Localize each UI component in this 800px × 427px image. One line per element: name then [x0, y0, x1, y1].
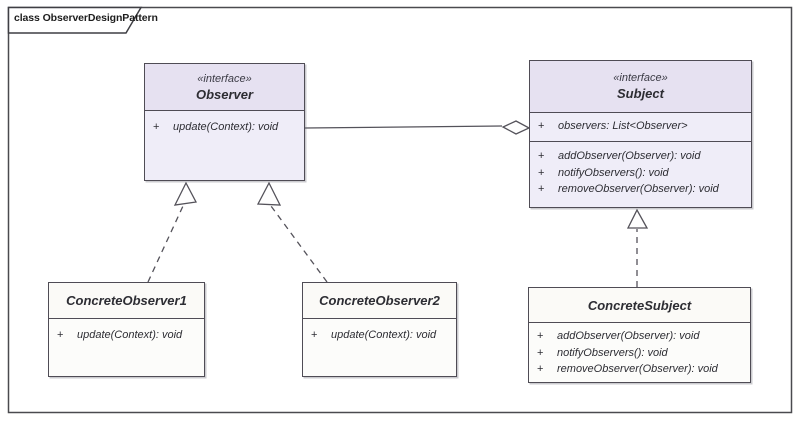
visibility-sign: + — [538, 166, 545, 179]
method-signature: removeObserver(Observer): void — [557, 363, 718, 375]
visibility-sign: + — [311, 329, 318, 341]
class-box-concreteobserver2: ConcreteObserver2 + update(Context): voi… — [302, 282, 457, 377]
methods-compartment: + update(Context): void — [303, 319, 456, 376]
method-signature: update(Context): void — [173, 121, 279, 133]
class-name-concreteobserver1: ConcreteObserver1 — [66, 293, 187, 308]
visibility-sign: + — [537, 363, 544, 375]
method-signature: removeObserver(Observer): void — [558, 183, 719, 195]
method-item: + update(Context): void — [57, 327, 196, 344]
method-item: + update(Context): void — [153, 119, 296, 136]
aggregation-diamond — [501, 120, 531, 135]
method-item: + update(Context): void — [311, 327, 448, 344]
class-header-subject: «interface» Subject — [530, 61, 751, 113]
method-signature: notifyObservers(): void — [558, 166, 669, 179]
method-item: + removeObserver(Observer): void — [537, 361, 742, 378]
visibility-sign: + — [57, 329, 64, 341]
method-signature: notifyObservers(): void — [557, 346, 668, 359]
visibility-sign: + — [538, 183, 545, 195]
method-item: + addObserver(Observer): void — [538, 148, 743, 165]
method-item: + notifyObservers(): void — [538, 165, 743, 182]
method-signature: addObserver(Observer): void — [558, 150, 701, 162]
method-item: + addObserver(Observer): void — [537, 328, 742, 345]
stereotype-label: «interface» — [613, 72, 668, 84]
class-name-subject: Subject — [617, 86, 664, 101]
realization-arrowhead-2 — [256, 181, 282, 206]
aggregation-link — [304, 125, 503, 129]
class-box-concreteobserver1: ConcreteObserver1 + update(Context): voi… — [48, 282, 205, 377]
visibility-sign: + — [537, 346, 544, 359]
class-name-observer: Observer — [195, 86, 254, 102]
visibility-sign: + — [538, 150, 545, 162]
method-signature: update(Context): void — [331, 329, 437, 341]
class-box-subject: «interface» Subject + observers: List<Ob… — [529, 60, 752, 208]
stereotype-label: «interface» — [197, 72, 252, 85]
realization-link-concreteobserver2 — [270, 205, 328, 283]
methods-compartment: + addObserver(Observer): void + notifyOb… — [529, 323, 750, 382]
class-header-concreteobserver2: ConcreteObserver2 — [303, 283, 456, 319]
class-name-concretesubject: ConcreteSubject — [587, 297, 692, 313]
method-signature: update(Context): void — [77, 329, 183, 341]
class-header-observer: «interface» Observer — [145, 64, 304, 111]
attribute-item: + observers: List<Observer> — [538, 118, 743, 135]
realization-link-concreteobserver1 — [147, 205, 184, 283]
visibility-sign: + — [538, 120, 545, 132]
class-box-concretesubject: ConcreteSubject + addObserver(Observer):… — [528, 287, 751, 383]
visibility-sign: + — [153, 121, 160, 133]
class-header-concreteobserver1: ConcreteObserver1 — [49, 283, 204, 319]
method-item: + removeObserver(Observer): void — [538, 181, 743, 198]
realization-arrowhead-1 — [173, 181, 198, 206]
class-box-observer: «interface» Observer + update(Context): … — [144, 63, 305, 181]
methods-compartment: + update(Context): void — [145, 111, 304, 180]
attribute-signature: observers: List<Observer> — [558, 120, 688, 132]
methods-compartment: + update(Context): void — [49, 319, 204, 376]
class-header-concretesubject: ConcreteSubject — [529, 288, 750, 323]
method-signature: addObserver(Observer): void — [557, 330, 700, 342]
realization-arrowhead-3 — [626, 208, 649, 229]
visibility-sign: + — [537, 330, 544, 342]
methods-compartment: + addObserver(Observer): void + notifyOb… — [530, 142, 751, 207]
method-item: + notifyObservers(): void — [537, 345, 742, 362]
frame-title: class ObserverDesignPattern — [14, 12, 158, 24]
class-name-concreteobserver2: ConcreteObserver2 — [319, 293, 440, 308]
attributes-compartment: + observers: List<Observer> — [530, 113, 751, 142]
